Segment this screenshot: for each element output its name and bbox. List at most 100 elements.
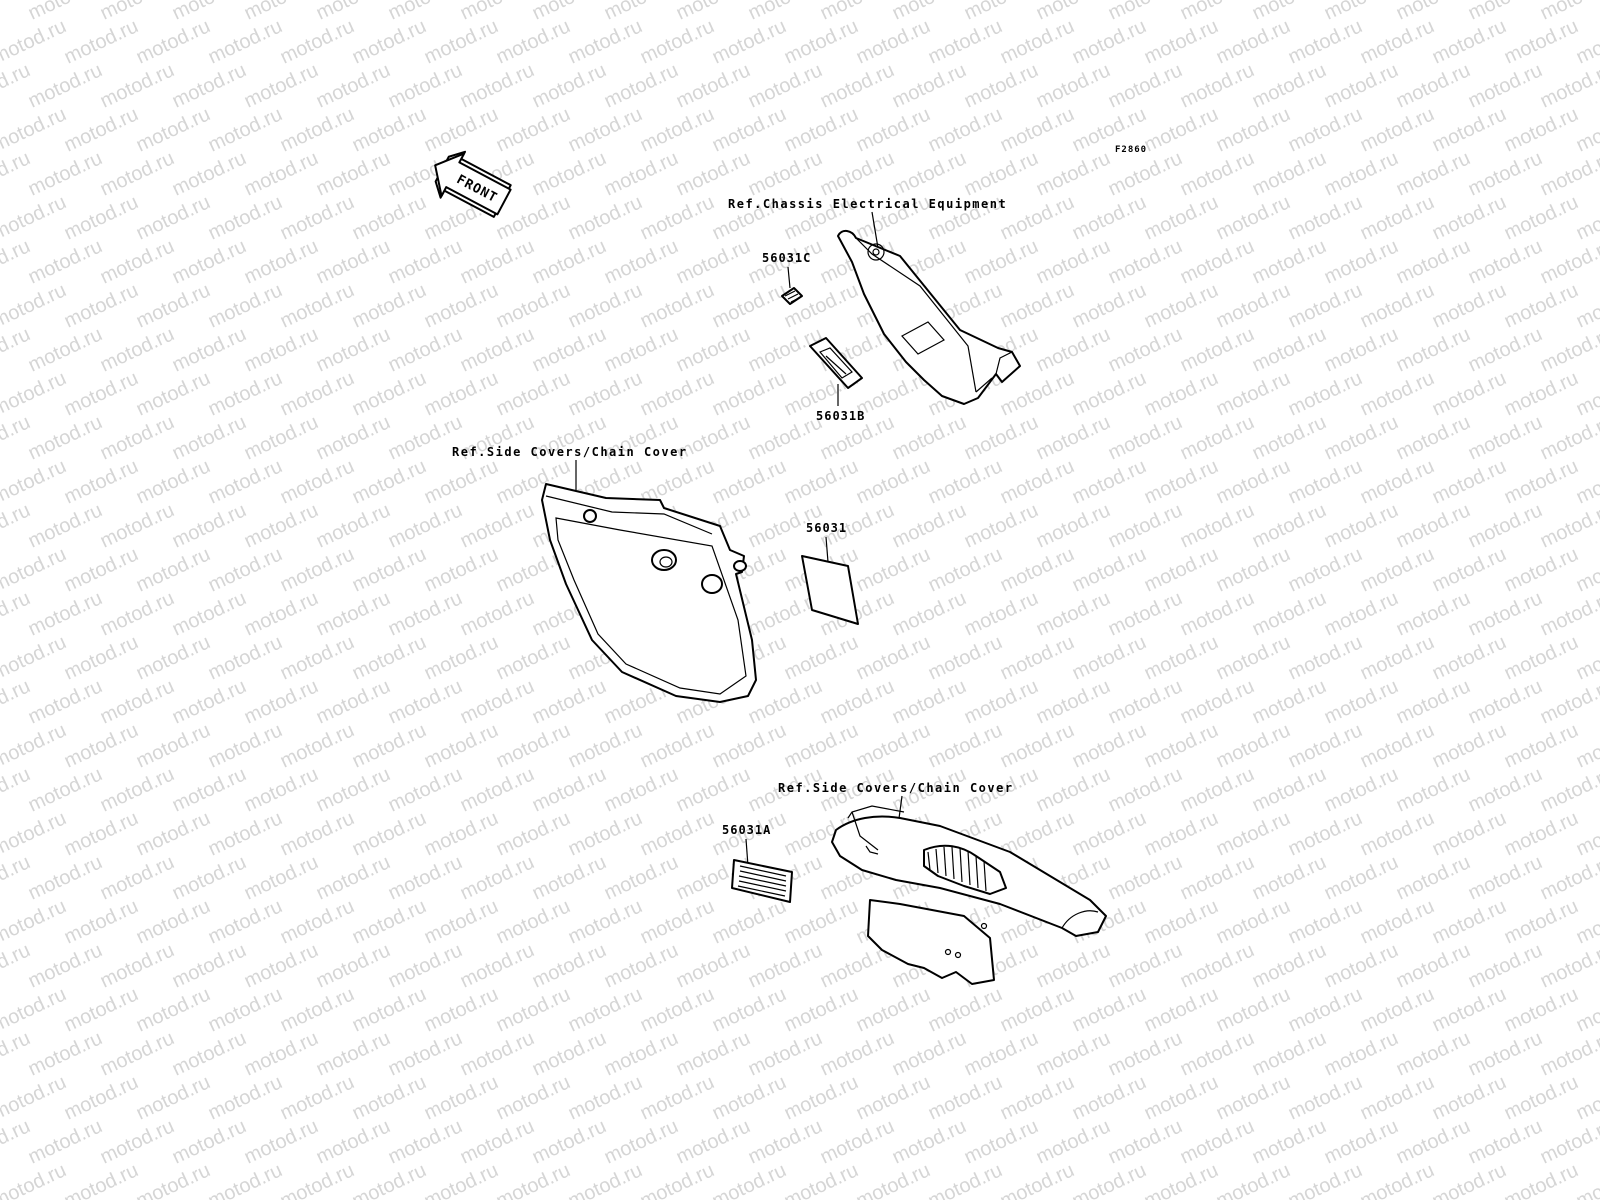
watermark-text: motod.ru <box>1177 411 1258 464</box>
watermark-text: motod.ru <box>1105 939 1186 992</box>
watermark-text: motod.ru <box>1285 1159 1366 1200</box>
watermark-text: motod.ru <box>529 763 610 816</box>
watermark-text: motod.ru <box>637 1071 718 1124</box>
watermark-text: motod.ru <box>817 59 898 112</box>
watermark-text: motod.ru <box>1033 763 1114 816</box>
watermark-text: motod.ru <box>1105 323 1186 376</box>
watermark-text: motod.ru <box>1069 15 1150 68</box>
watermark-text: motod.ru <box>1177 587 1258 640</box>
watermark-text: motod.ru <box>1501 983 1582 1036</box>
watermark-text: motod.ru <box>529 0 610 25</box>
watermark-text: motod.ru <box>1069 191 1150 244</box>
watermark-text: motod.ru <box>1105 763 1186 816</box>
watermark-text: motod.ru <box>673 59 754 112</box>
watermark-text: motod.ru <box>997 1071 1078 1124</box>
part-number-56031: 56031 <box>806 521 847 535</box>
watermark-text: motod.ru <box>241 59 322 112</box>
watermark-text: motod.ru <box>1105 499 1186 552</box>
watermark-text: motod.ru <box>421 367 502 420</box>
watermark-text: motod.ru <box>169 939 250 992</box>
watermark-text: motod.ru <box>925 1071 1006 1124</box>
watermark-text: motod.ru <box>1285 983 1366 1036</box>
watermark-text: motod.ru <box>133 719 214 772</box>
watermark-text: motod.ru <box>1501 191 1582 244</box>
watermark-text: motod.ru <box>0 323 34 376</box>
watermark-text: motod.ru <box>0 1115 34 1168</box>
watermark-text: motod.ru <box>997 1159 1078 1200</box>
watermark-text: motod.ru <box>637 983 718 1036</box>
watermark-text: motod.ru <box>457 323 538 376</box>
watermark-text: motod.ru <box>637 367 718 420</box>
watermark-text: motod.ru <box>25 763 106 816</box>
watermark-text: motod.ru <box>1141 719 1222 772</box>
watermark-text: motod.ru <box>565 191 646 244</box>
watermark-text: motod.ru <box>0 675 34 728</box>
watermark-text: motod.ru <box>961 235 1042 288</box>
watermark-text: motod.ru <box>241 0 322 25</box>
watermark-text: motod.ru <box>313 323 394 376</box>
watermark-text: motod.ru <box>313 499 394 552</box>
watermark-text: motod.ru <box>745 1027 826 1080</box>
watermark-text: motod.ru <box>241 499 322 552</box>
watermark-text: motod.ru <box>889 1115 970 1168</box>
watermark-text: motod.ru <box>1249 323 1330 376</box>
watermark-text: motod.ru <box>1033 587 1114 640</box>
watermark-text: motod.ru <box>457 851 538 904</box>
watermark-text: motod.ru <box>1357 983 1438 1036</box>
watermark-text: motod.ru <box>1321 1115 1402 1168</box>
watermark-text: motod.ru <box>1465 499 1546 552</box>
watermark-text: motod.ru <box>1465 1115 1546 1168</box>
watermark-text: motod.ru <box>1177 0 1258 25</box>
watermark-text: motod.ru <box>1213 1071 1294 1124</box>
watermark-text: motod.ru <box>385 323 466 376</box>
watermark-text: motod.ru <box>1501 807 1582 860</box>
watermark-text: motod.ru <box>133 15 214 68</box>
watermark-text: motod.ru <box>1033 499 1114 552</box>
watermark-text: motod.ru <box>925 455 1006 508</box>
watermark-text: motod.ru <box>1357 15 1438 68</box>
watermark-text: motod.ru <box>1357 279 1438 332</box>
watermark-text: motod.ru <box>205 279 286 332</box>
watermark-text: motod.ru <box>1177 323 1258 376</box>
leader-line <box>787 266 791 289</box>
watermark-text: motod.ru <box>1285 191 1366 244</box>
watermark-text: motod.ru <box>133 983 214 1036</box>
watermark-text: motod.ru <box>25 323 106 376</box>
watermark-text: motod.ru <box>1465 0 1546 25</box>
watermark-text: motod.ru <box>457 763 538 816</box>
watermark-text: motod.ru <box>601 323 682 376</box>
watermark-text: motod.ru <box>1141 15 1222 68</box>
watermark-text: motod.ru <box>0 939 34 992</box>
watermark-text: motod.ru <box>97 1027 178 1080</box>
watermark-text: motod.ru <box>1285 895 1366 948</box>
watermark-text: motod.ru <box>349 15 430 68</box>
watermark-text: motod.ru <box>1357 1159 1438 1200</box>
watermark-text: motod.ru <box>745 411 826 464</box>
watermark-text: motod.ru <box>1573 279 1600 332</box>
watermark-text: motod.ru <box>349 455 430 508</box>
watermark-text: motod.ru <box>1177 1027 1258 1080</box>
watermark-text: motod.ru <box>1573 455 1600 508</box>
watermark-text: motod.ru <box>1177 851 1258 904</box>
watermark-text: motod.ru <box>1393 59 1474 112</box>
watermark-text: motod.ru <box>601 147 682 200</box>
watermark-text: motod.ru <box>1285 15 1366 68</box>
figure-id: F2860 <box>1115 145 1147 155</box>
watermark-text: motod.ru <box>1069 367 1150 420</box>
watermark-text: motod.ru <box>1321 0 1402 25</box>
watermark-text: motod.ru <box>25 0 106 25</box>
watermark-text: motod.ru <box>349 983 430 1036</box>
watermark-text: motod.ru <box>1429 807 1510 860</box>
watermark-text: motod.ru <box>1321 851 1402 904</box>
watermark-text: motod.ru <box>1285 103 1366 156</box>
watermark-text: motod.ru <box>25 411 106 464</box>
watermark-text: motod.ru <box>853 983 934 1036</box>
watermark-text: motod.ru <box>601 939 682 992</box>
watermark-text: motod.ru <box>385 1027 466 1080</box>
watermark-text: motod.ru <box>1033 147 1114 200</box>
watermark-text: motod.ru <box>169 59 250 112</box>
watermark-text: motod.ru <box>709 1159 790 1200</box>
watermark-text: motod.ru <box>709 1071 790 1124</box>
watermark-text: motod.ru <box>1033 675 1114 728</box>
watermark-text: motod.ru <box>1213 807 1294 860</box>
